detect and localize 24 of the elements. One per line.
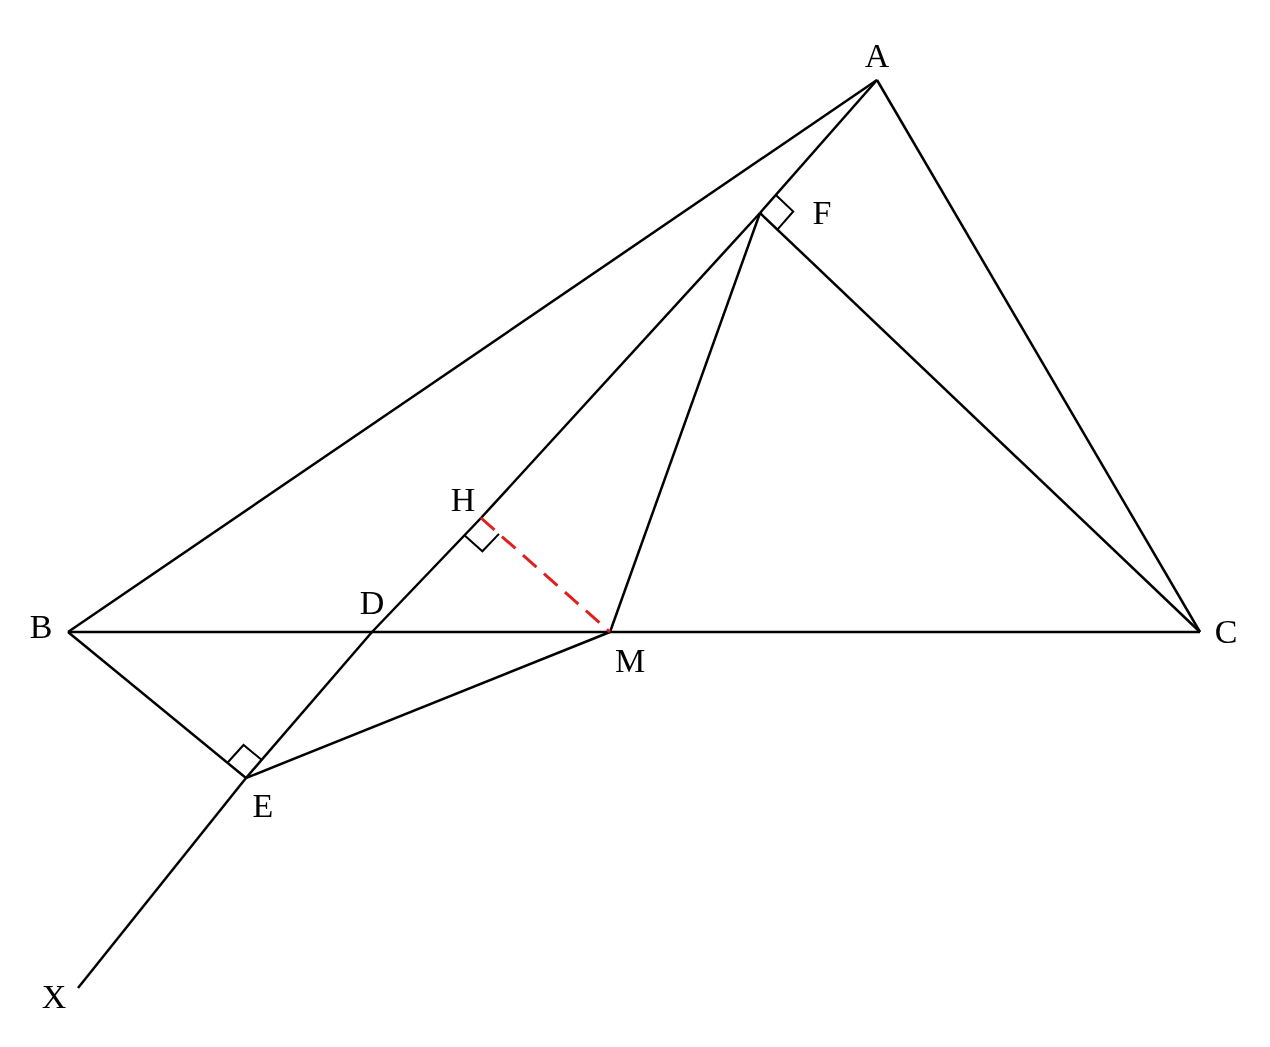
point-label: F xyxy=(807,196,837,230)
point-label: C xyxy=(1211,615,1241,649)
line-segment xyxy=(245,630,611,780)
point-label: M xyxy=(615,644,645,678)
point-label: B xyxy=(26,610,56,644)
point-label: H xyxy=(448,483,478,517)
line-segment xyxy=(875,79,1202,633)
point-label: X xyxy=(39,980,69,1014)
point-label: A xyxy=(862,39,892,73)
point-label: E xyxy=(248,789,278,823)
line-segment xyxy=(77,777,247,989)
line-segment xyxy=(759,212,1201,633)
line-segment xyxy=(67,631,247,779)
line-segment xyxy=(67,78,878,634)
line-segment xyxy=(608,212,762,633)
line-segment xyxy=(372,630,610,634)
point-label: D xyxy=(357,586,387,620)
line-segment xyxy=(480,212,761,519)
dashed-segment xyxy=(480,516,611,634)
line-segment xyxy=(68,630,372,634)
line-segment xyxy=(371,517,482,633)
line-segment xyxy=(245,631,373,779)
line-segment xyxy=(759,79,878,214)
line-segment xyxy=(610,630,1200,634)
